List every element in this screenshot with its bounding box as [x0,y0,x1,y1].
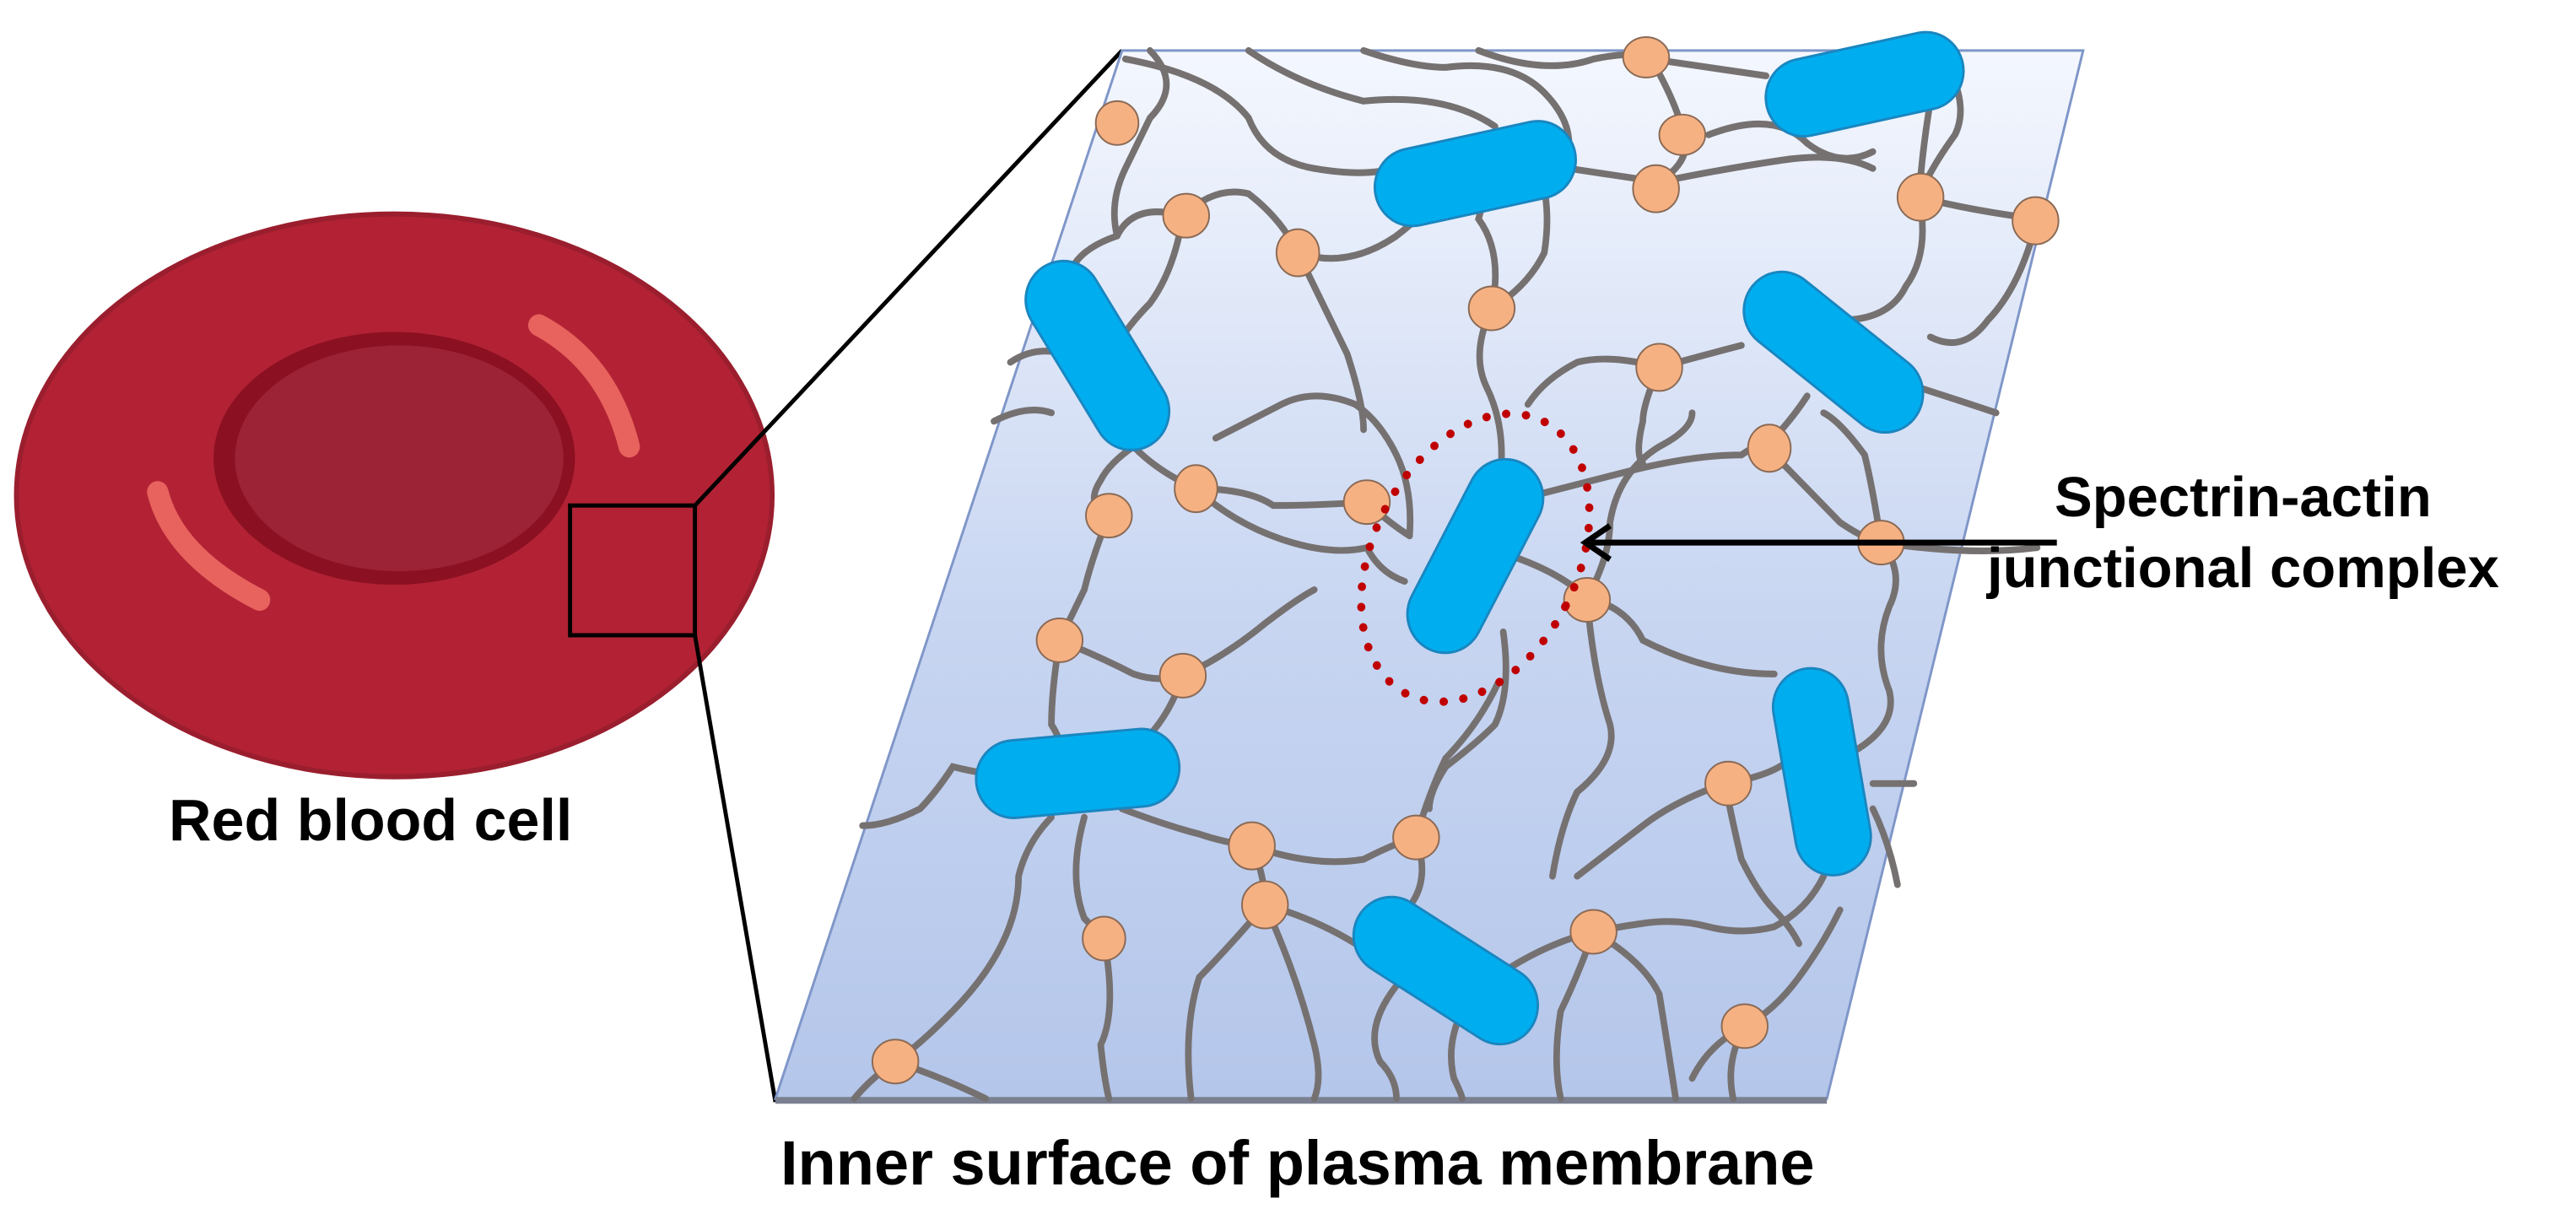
band-protein-icon [1241,880,1289,930]
red-blood-cell-icon [14,211,775,780]
band-protein-icon [1747,424,1792,473]
band-protein-icon [1228,821,1276,871]
band-protein-icon [1569,909,1617,955]
junctional-complex-label-line1: Spectrin-actin [2055,466,2432,529]
actin-filament-icon [1764,30,1965,138]
band-protein-icon [1563,577,1612,623]
band-protein-icon [1622,35,1671,78]
membrane-label: Inner surface of plasma membrane [780,1128,1815,1198]
red-blood-cell-label: Red blood cell [169,787,573,853]
band-proteins [871,35,2060,1085]
band-protein-icon [1174,464,1218,514]
band-protein-icon [1082,915,1126,962]
junctional-complex-label: Spectrin-actin junctional complex [1987,462,2499,604]
band-protein-icon [1035,617,1084,663]
band-protein-icon [1467,285,1516,332]
band-protein-icon [1162,192,1211,239]
band-protein-icon [2012,196,2060,246]
band-protein-icon [1720,1003,1769,1050]
band-protein-icon [1158,652,1207,699]
actin-filament-icon [1373,120,1577,228]
actin-filament-icon [1352,895,1540,1046]
band-protein-icon [871,1039,920,1085]
junction-arrow [1580,523,2057,562]
band-protein-icon [1275,228,1320,278]
actin-filament-icon [1406,457,1545,655]
band-protein-icon [1085,493,1133,539]
actin-filament-icon [975,727,1181,819]
actin-filament-icon [1771,666,1872,877]
actin-filaments [975,30,1965,1046]
band-protein-icon [1632,164,1680,213]
band-protein-icon [1392,814,1440,861]
junctional-complex-label-line2: junctional complex [1987,537,2499,600]
actin-filament-icon [1742,270,1925,434]
band-protein-icon [1342,479,1391,526]
band-protein-icon [1094,100,1140,146]
zoom-indicator [568,49,1124,1103]
band-protein-icon [1658,113,1707,156]
actin-filament-icon [1024,259,1171,451]
junctional-complex-outline [1357,409,1594,706]
band-protein-icon [1704,760,1752,807]
band-protein-icon [1896,172,1945,222]
band-protein-icon [1635,343,1683,392]
